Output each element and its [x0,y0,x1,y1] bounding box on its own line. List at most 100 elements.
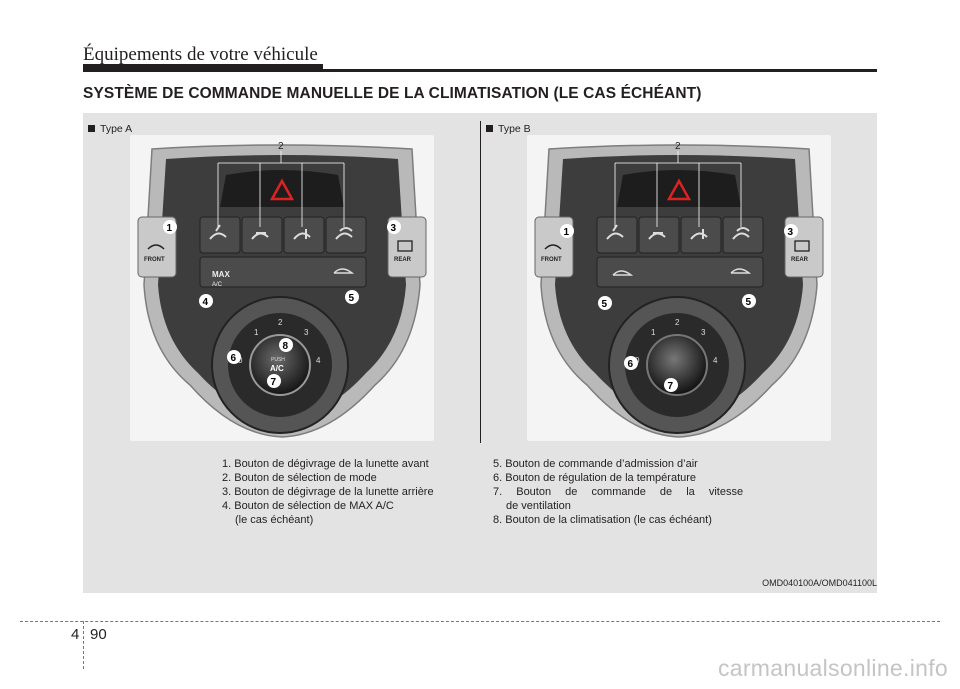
caption-item-8: 8. Bouton de la climatisation (le cas éc… [493,514,712,526]
mode-floor-icon [293,229,311,240]
mode-bilevel-icon [648,232,666,240]
mode-button-3[interactable] [680,216,722,254]
tick-1: 1 [651,328,656,337]
mode-bilevel-icon [251,232,269,240]
callout-5: 5 [345,290,359,304]
bullet-square-icon [486,125,493,132]
svg-text:1: 1 [167,223,173,234]
callout-6: 6 [227,350,241,364]
caption-item-6: 6. Bouton de régulation de la températur… [493,472,697,484]
caption-right: 5. Bouton de commande d’admission d’air … [493,457,743,527]
caption-item-7-cont: de ventilation [506,500,571,512]
callout-1: 1 [163,220,177,234]
mode-buttons [596,216,764,254]
caption-item-4-cont: (le cas échéant) [235,514,314,526]
recirculation-icon [333,268,355,274]
mode-button-1[interactable] [199,216,241,254]
callout-8: 8 [279,338,293,352]
callout-7: 7 [267,374,281,388]
ac-sub-label: A/C [212,282,223,288]
fan-speed-knob[interactable] [249,334,311,396]
tick-4: 4 [316,356,321,365]
mode-button-2[interactable] [241,216,283,254]
mode-button-3[interactable] [283,216,325,254]
caption-item-3: 3. Bouton de dégivrage de la lunette arr… [222,486,434,498]
caption-item-4: 4. Bouton de sélection de MAX A/C [222,500,394,512]
tick-3: 3 [304,328,309,337]
tick-3: 3 [701,328,706,337]
callout-4: 4 [199,294,213,308]
hvac-panel-type-a: MAX A/C FRONT REAR PUSH A/C 0 1 2 3 4 2 … [130,135,434,441]
page-chapter: 4 [71,626,80,643]
hazard-slot [220,170,344,207]
hazard-icon [666,178,692,201]
type-b-text: Type B [498,123,531,135]
svg-text:7: 7 [668,381,674,392]
mode-defrost-icon [732,227,750,240]
mode-button-1[interactable] [596,216,638,254]
mode-face-icon [606,224,624,240]
svg-text:7: 7 [271,377,277,388]
figure-divider [480,121,481,443]
tick-2: 2 [675,318,680,327]
svg-text:1: 1 [564,227,570,238]
type-b-label: Type B [486,123,531,135]
front-label: FRONT [144,257,165,263]
callout-leaders [217,151,345,227]
rear-defrost-icon [794,240,810,252]
svg-text:6: 6 [231,353,237,364]
callout-2: 2 [675,141,681,152]
type-a-label: Type A [88,123,132,135]
mode-button-4[interactable] [722,216,764,254]
watermark: carmanualsonline.info [717,655,948,681]
caption-item-1: 1. Bouton de dégivrage de la lunette ava… [222,458,429,470]
mode-buttons [199,216,367,254]
callout-3: 3 [387,220,401,234]
svg-text:3: 3 [788,227,794,238]
type-a-text: Type A [100,123,133,135]
page-title: SYSTÈME DE COMMANDE MANUELLE DE LA CLIMA… [83,85,702,102]
hvac-panel-type-b: FRONT REAR 0 1 2 3 4 2 1 3 5 5 6 7 [527,135,831,441]
caption-item-7: 7. Bouton de commande de la vitesse [493,486,744,498]
rear-defrost-icon [397,240,413,252]
caption-item-5: 5. Bouton de commande d’admission d’air [493,458,698,470]
svg-text:5: 5 [349,293,355,304]
callout-5-left: 5 [598,296,612,310]
callout-1: 1 [560,224,574,238]
callout-7: 7 [664,378,678,392]
section-header: Équipements de votre véhicule [83,44,318,65]
svg-text:4: 4 [203,297,209,308]
front-defrost-icon [147,244,165,250]
tick-0: 0 [238,356,243,365]
callout-3: 3 [784,224,798,238]
front-label: FRONT [541,257,562,263]
footer-dashed-rule [20,621,940,622]
svg-text:5: 5 [602,299,608,310]
rear-label: REAR [394,257,412,263]
svg-text:5: 5 [746,297,752,308]
recirculation-icon [730,268,752,274]
bullet-square-icon [88,125,95,132]
mode-button-4[interactable] [325,216,367,254]
mode-floor-icon [690,229,708,240]
max-ac-strip [199,256,367,288]
header-rule [83,69,877,72]
tick-1: 1 [254,328,259,337]
mode-face-icon [209,224,227,240]
svg-text:3: 3 [391,223,397,234]
callout-6: 6 [624,356,638,370]
callout-5-right: 5 [742,294,756,308]
push-ac-label: A/C [270,364,284,373]
image-code: OMD040100A/OMD041100L [762,578,877,588]
front-defrost-icon [544,244,562,250]
caption-item-2: 2. Bouton de sélection de mode [222,472,377,484]
callout-leaders [614,151,742,227]
tick-2: 2 [278,318,283,327]
mode-button-2[interactable] [638,216,680,254]
svg-text:8: 8 [283,341,289,352]
header-rule-tab [83,64,323,72]
callout-2: 2 [278,141,284,152]
tick-4: 4 [713,356,718,365]
fan-speed-knob[interactable] [646,334,708,396]
fresh-air-icon [612,270,634,276]
